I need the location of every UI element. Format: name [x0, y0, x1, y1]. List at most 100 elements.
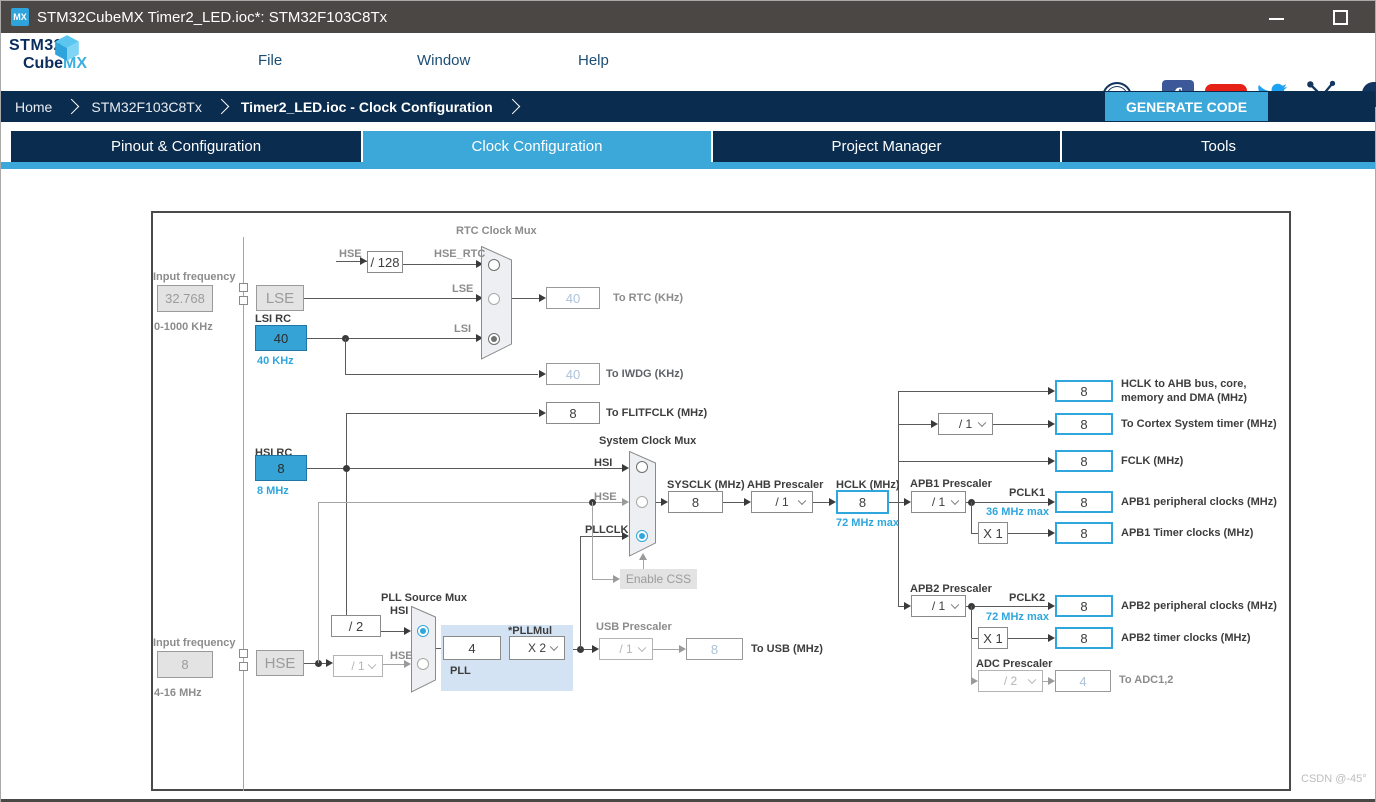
- wire: [476, 294, 483, 302]
- wire: [346, 413, 347, 615]
- system-clock-mux-title: System Clock Mux: [599, 435, 697, 447]
- hse-range-label: 4-16 MHz: [154, 687, 202, 699]
- hclk-ahb-output: 8: [1055, 380, 1113, 402]
- lse-range-label: 0-1000 KHz: [154, 321, 213, 333]
- wire: [971, 638, 972, 681]
- wire: [403, 264, 476, 265]
- menu-window[interactable]: Window: [417, 52, 471, 69]
- wire: [345, 338, 346, 374]
- hse-pll-divider-dropdown[interactable]: / 1: [333, 655, 383, 677]
- wire-junction: [343, 465, 350, 472]
- breadcrumb-device[interactable]: STM32F103C8Tx: [91, 98, 202, 115]
- tab-clock-configuration[interactable]: Clock Configuration: [363, 131, 713, 162]
- wire: [307, 338, 476, 339]
- cortex-divider-dropdown[interactable]: / 1: [938, 413, 993, 435]
- wire: [971, 677, 978, 685]
- rtc-mux-title: RTC Clock Mux: [456, 225, 537, 237]
- wire: [360, 257, 367, 265]
- wire: [655, 502, 661, 503]
- wire: [435, 648, 443, 649]
- wire: [613, 575, 620, 583]
- sysmux-radio-hse[interactable]: [636, 496, 648, 508]
- input-frequency-label: Input frequency: [153, 271, 236, 283]
- wire: [345, 374, 538, 375]
- ahb-prescaler-dropdown[interactable]: / 1: [751, 491, 813, 513]
- apb1-timer-multiplier: X 1: [978, 522, 1008, 544]
- apb1-prescaler-value: / 1: [931, 495, 946, 509]
- wire: [622, 532, 629, 540]
- chevron-down-icon: [797, 496, 807, 506]
- lsi-rc-box[interactable]: 40: [255, 325, 307, 351]
- hse-input-frequency-field[interactable]: 8: [157, 651, 213, 678]
- breadcrumb-home[interactable]: Home: [15, 98, 53, 115]
- wire: [1048, 457, 1055, 465]
- tab-bar: Pinout & Configuration Clock Configurati…: [1, 131, 1375, 162]
- wire: [904, 498, 911, 506]
- wire: [723, 502, 744, 503]
- apb1-prescaler-dropdown[interactable]: / 1: [911, 491, 966, 513]
- wire: [898, 606, 904, 607]
- pll-input-value: 4: [443, 636, 501, 660]
- wire: [318, 502, 319, 663]
- lse-input-frequency-field[interactable]: 32.768: [157, 285, 213, 312]
- adc-prescaler-label: ADC Prescaler: [976, 658, 1053, 670]
- io-rail: [243, 237, 244, 791]
- rtc-mux-radio-lse[interactable]: [488, 293, 500, 305]
- pllmul-dropdown[interactable]: X 2: [509, 636, 565, 660]
- window-bottom-border: [1, 799, 1375, 802]
- hse-rtc-divider[interactable]: / 128: [367, 251, 403, 273]
- tab-tools[interactable]: Tools: [1062, 131, 1375, 162]
- wire: [539, 294, 546, 302]
- cortex-divider-value: / 1: [958, 417, 973, 431]
- menu-help[interactable]: Help: [578, 52, 609, 69]
- to-rtc-label: To RTC (KHz): [613, 292, 684, 304]
- pllmux-radio-hsi[interactable]: [417, 625, 429, 637]
- chevron-down-icon: [950, 496, 960, 506]
- adc-prescaler-dropdown[interactable]: / 2: [978, 670, 1043, 692]
- enable-css-button[interactable]: Enable CSS: [620, 569, 697, 589]
- usb-prescaler-dropdown[interactable]: / 1: [599, 638, 653, 660]
- chevron-down-icon: [367, 660, 377, 670]
- wire: [898, 461, 1048, 462]
- sysmux-pllclk-label: PLLCLK: [585, 524, 629, 536]
- generate-code-button[interactable]: GENERATE CODE: [1105, 92, 1268, 121]
- wire: [1048, 602, 1055, 610]
- menu-file[interactable]: File: [258, 52, 283, 69]
- ahb-prescaler-label: AHB Prescaler: [747, 479, 824, 491]
- chevron-right-icon: [504, 98, 520, 115]
- wire: [1043, 681, 1048, 682]
- active-tab-strip: [1, 162, 1375, 169]
- osc-pin: [239, 662, 248, 671]
- output-label: memory and DMA (MHz): [1121, 392, 1248, 404]
- lsi-rc-label: LSI RC: [255, 313, 292, 325]
- menu-bar: STM32 CubeMX File Window Help 10 f: [1, 33, 1376, 112]
- wire: [511, 298, 539, 299]
- to-iwdg-value: 40: [546, 363, 600, 385]
- watermark: CSDN @-45°: [1301, 773, 1367, 785]
- hclk-value[interactable]: 8: [836, 490, 889, 514]
- output-label: FCLK (MHz): [1121, 455, 1184, 467]
- output-label: To Cortex System timer (MHz): [1121, 418, 1277, 430]
- cube-icon: [55, 35, 79, 61]
- wire: [829, 498, 836, 506]
- apb2-prescaler-dropdown[interactable]: / 1: [911, 595, 966, 617]
- rtc-mux-radio-lsi[interactable]: [488, 333, 500, 345]
- adc-prescaler-value: / 2: [1003, 674, 1018, 688]
- wire: [592, 645, 599, 653]
- pllmux-radio-hse[interactable]: [417, 658, 429, 670]
- hsi-rc-box[interactable]: 8: [255, 455, 307, 481]
- rtc-mux-radio-hse[interactable]: [488, 259, 500, 271]
- chevron-right-icon: [64, 98, 80, 115]
- chevron-down-icon: [1027, 675, 1037, 685]
- output-label: APB1 peripheral clocks (MHz): [1121, 496, 1277, 508]
- minimize-icon[interactable]: [1269, 18, 1284, 20]
- tab-project-manager[interactable]: Project Manager: [713, 131, 1062, 162]
- tab-pinout-configuration[interactable]: Pinout & Configuration: [11, 131, 363, 162]
- wire: [639, 553, 647, 560]
- wire: [966, 502, 1048, 503]
- output-label: APB1 Timer clocks (MHz): [1121, 527, 1254, 539]
- sysmux-radio-pllclk[interactable]: [636, 530, 648, 542]
- sysmux-radio-hsi[interactable]: [636, 461, 648, 473]
- maximize-icon[interactable]: [1333, 10, 1348, 25]
